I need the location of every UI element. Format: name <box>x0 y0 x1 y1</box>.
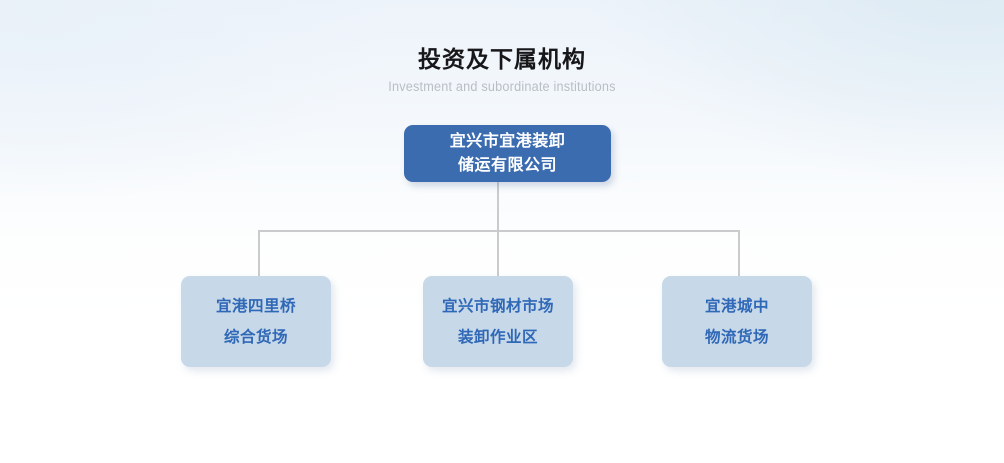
org-node-child-3-line-2: 物流货场 <box>704 328 769 346</box>
org-node-child-1-line-2: 综合货场 <box>223 328 288 346</box>
org-node-root-line-1: 宜兴市宜港装卸 <box>449 132 566 150</box>
connector-drop-child-3 <box>738 231 740 277</box>
org-node-child-3[interactable]: 宜港城中 物流货场 <box>662 276 812 367</box>
org-node-child-2-line-1: 宜兴市钢材市场 <box>441 297 554 315</box>
org-node-child-3-line-1: 宜港城中 <box>704 297 769 315</box>
connector-drop-child-2 <box>497 231 499 277</box>
page-subtitle: Investment and subordinate institutions <box>388 79 616 94</box>
page-header: 投资及下属机构 Investment and subordinate insti… <box>0 44 1004 96</box>
connector-root-vertical <box>497 182 499 232</box>
connector-horizontal-bar <box>258 230 740 232</box>
org-node-root[interactable]: 宜兴市宜港装卸 储运有限公司 <box>404 125 611 182</box>
connector-drop-child-1 <box>258 231 260 277</box>
org-node-child-2[interactable]: 宜兴市钢材市场 装卸作业区 <box>423 276 573 367</box>
org-node-child-1[interactable]: 宜港四里桥 综合货场 <box>181 276 331 367</box>
org-node-child-1-line-1: 宜港四里桥 <box>215 297 296 315</box>
org-node-root-line-2: 储运有限公司 <box>457 156 557 174</box>
org-node-child-2-line-2: 装卸作业区 <box>457 328 538 346</box>
page-title: 投资及下属机构 <box>418 46 586 72</box>
